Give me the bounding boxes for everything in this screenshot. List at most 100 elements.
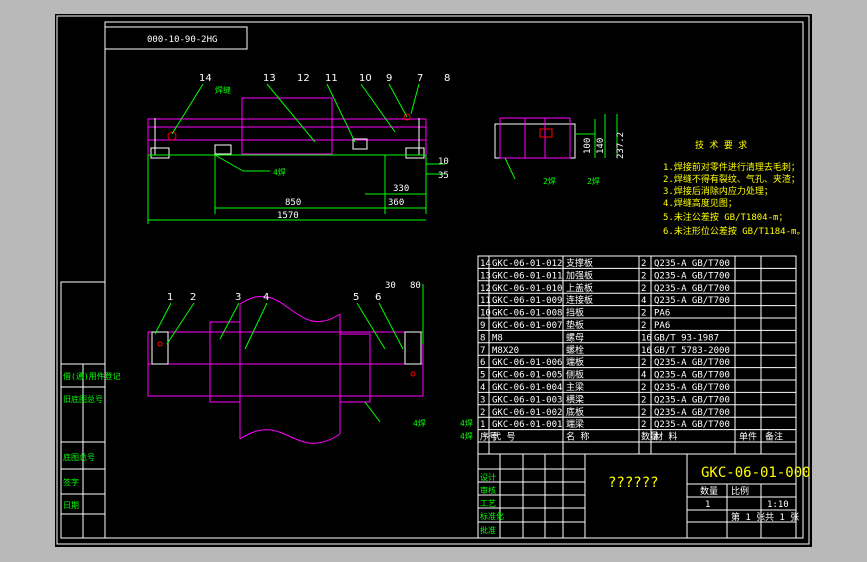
bom-cell-name: 上盖板 bbox=[566, 282, 593, 294]
tb-row-3: 标准化 bbox=[480, 511, 504, 521]
bom-header-no: 序号 bbox=[480, 431, 498, 443]
bom-cell-mat: Q235-A GB/T700 bbox=[654, 420, 730, 430]
strip-label-1: 旧底图总号 bbox=[63, 394, 103, 404]
bom-cell-code: GKC-06-01-004 bbox=[492, 383, 562, 393]
dim-30: 30 bbox=[385, 281, 396, 291]
qty-label: 数量 bbox=[700, 485, 718, 497]
tech-req-5: 5.未注公差按 GB/T1804-m； bbox=[663, 211, 787, 223]
bom-cell-code: GKC-06-01-012 bbox=[492, 259, 562, 269]
dim-1570: 1570 bbox=[277, 211, 299, 221]
bom-cell-mat: GB/T 5783-2000 bbox=[654, 346, 730, 356]
bom-cell-name: 端板 bbox=[566, 356, 584, 368]
note-bottom-1: 4焊 bbox=[460, 418, 473, 428]
dim-100: 100 bbox=[583, 138, 593, 154]
balloon-12: 12 bbox=[297, 73, 310, 84]
sheet-total: 共 1 张 bbox=[765, 512, 799, 523]
bom-cell-mat: Q235-A GB/T700 bbox=[654, 358, 730, 368]
balloon-11: 11 bbox=[325, 73, 338, 84]
scale-value: 1:10 bbox=[767, 500, 789, 510]
dim-850: 850 bbox=[285, 198, 301, 208]
tb-row-2: 工艺 bbox=[480, 499, 496, 508]
bom-cell-mat: Q235-A GB/T700 bbox=[654, 296, 730, 306]
inner-frame bbox=[104, 21, 804, 539]
bom-cell-qty: 16 bbox=[641, 346, 652, 356]
bom-cell-mat: Q235-A GB/T700 bbox=[654, 395, 730, 405]
bom-cell-no: 13 bbox=[480, 271, 491, 281]
balloon-8: 8 bbox=[444, 73, 450, 84]
dim-360: 360 bbox=[388, 198, 404, 208]
dim-330: 330 bbox=[393, 184, 409, 194]
strip-label-4: 日期 bbox=[63, 501, 79, 510]
bom-cell-name: 垫板 bbox=[566, 319, 584, 331]
bom-cell-code: GKC-06-01-008 bbox=[492, 309, 562, 319]
bom-cell-code: GKC-06-01-007 bbox=[492, 321, 562, 331]
bom-cell-no: 14 bbox=[480, 259, 491, 269]
bom-cell-no: 10 bbox=[480, 309, 491, 319]
bom-cell-no: 12 bbox=[480, 284, 491, 294]
bom-header-mat: 材 料 bbox=[654, 431, 677, 443]
sheet-no: 第 1 张 bbox=[731, 511, 765, 523]
bom-cell-mat: PA6 bbox=[654, 309, 670, 319]
bom-header-remark: 备注 bbox=[765, 431, 783, 443]
bom-cell-mat: GB/T 93-1987 bbox=[654, 333, 719, 343]
side-view: 100 140 237.2 2焊 2焊 bbox=[494, 114, 626, 186]
note-side-c: 2焊 bbox=[587, 176, 600, 186]
tech-req-3: 3.焊接后消除内应力处理； bbox=[663, 185, 773, 197]
note-bottom-2: 4焊 bbox=[460, 431, 473, 441]
bom-cell-qty: 2 bbox=[641, 271, 646, 281]
bom-cell-qty: 2 bbox=[641, 321, 646, 331]
bom-cell-mat: Q235-A GB/T700 bbox=[654, 271, 730, 281]
bom-cell-qty: 4 bbox=[641, 296, 646, 306]
strip-label-2: 底图总号 bbox=[63, 452, 95, 462]
bom-cell-no: 11 bbox=[480, 296, 491, 306]
bom-header-name: 名 称 bbox=[566, 431, 589, 443]
balloon-10: 10 bbox=[359, 73, 372, 84]
bom-cell-code: GKC-06-01-006 bbox=[492, 358, 562, 368]
tech-req-6: 6.未注形位公差按 GB/T1184-m。 bbox=[663, 225, 805, 237]
title-block: GKC-06-01-000 ?????? 比例 1:10 数量 1 第 1 张 … bbox=[477, 453, 811, 539]
bom-cell-qty: 2 bbox=[641, 420, 646, 430]
top-view: 850 360 330 1570 10 35 4焊 焊缝 14 13 12 11… bbox=[147, 73, 450, 224]
bom-cell-mat: Q235-A GB/T700 bbox=[654, 284, 730, 294]
bom-cell-qty: 16 bbox=[641, 333, 652, 343]
balloon-3: 3 bbox=[235, 292, 241, 303]
bom-cell-name: 横梁 bbox=[566, 393, 584, 405]
tech-req-1: 1.焊接前对零件进行清理去毛刺； bbox=[663, 161, 800, 173]
tb-row-1: 审核 bbox=[480, 485, 496, 495]
bom-cell-no: 2 bbox=[480, 408, 485, 418]
balloon-2: 2 bbox=[190, 292, 196, 303]
code-box bbox=[104, 26, 248, 50]
bom-cell-no: 6 bbox=[480, 358, 485, 368]
weld-label: 焊缝 bbox=[215, 85, 231, 95]
cad-drawing: 000-10-90-2HG 借(通)用件登记 旧底图总号 底图总号 签字 日期 … bbox=[56, 15, 811, 545]
bom-header-weight: 单件 bbox=[739, 431, 757, 443]
drawing-sheet: 000-10-90-2HG 借(通)用件登记 旧底图总号 底图总号 签字 日期 … bbox=[55, 14, 812, 547]
tech-requirements: 技 术 要 求 1.焊接前对零件进行清理去毛刺； 2.焊缝不得有裂纹、气孔、夹渣… bbox=[663, 139, 805, 237]
tb-row-4: 批准 bbox=[480, 525, 496, 535]
tech-req-2: 2.焊缝不得有裂纹、气孔、夹渣； bbox=[663, 173, 800, 185]
balloon-7: 7 bbox=[417, 73, 423, 84]
bom-cell-code: GKC-06-01-011 bbox=[492, 271, 562, 281]
code-box-text: 000-10-90-2HG bbox=[147, 35, 217, 45]
strip-label-0: 借(通)用件登记 bbox=[63, 371, 121, 381]
dim-80: 80 bbox=[410, 281, 421, 291]
bom-cell-code: M8 bbox=[492, 333, 503, 343]
bom-cell-qty: 2 bbox=[641, 358, 646, 368]
tech-req-4: 4.焊缝高度见图； bbox=[663, 197, 737, 209]
note-side-b: 2焊 bbox=[543, 176, 556, 186]
bom-cell-code: M8X20 bbox=[492, 346, 519, 356]
bom-cell-name: 螺栓 bbox=[566, 344, 584, 356]
balloon-14: 14 bbox=[199, 73, 212, 84]
bom-cell-mat: Q235-A GB/T700 bbox=[654, 371, 730, 381]
bom-cell-no: 1 bbox=[480, 420, 485, 430]
note-4weld-top: 4焊 bbox=[273, 167, 286, 177]
bom-cell-code: GKC-06-01-001 bbox=[492, 420, 562, 430]
bom-cell-name: 端梁 bbox=[566, 418, 584, 430]
bom-cell-name: 螺母 bbox=[566, 332, 584, 343]
bom-cell-code: GKC-06-01-009 bbox=[492, 296, 562, 306]
bom-cell-no: 4 bbox=[480, 383, 485, 393]
bom-cell-no: 9 bbox=[480, 321, 485, 331]
bom-cell-qty: 2 bbox=[641, 383, 646, 393]
bom-cell-name: 主梁 bbox=[566, 381, 584, 393]
